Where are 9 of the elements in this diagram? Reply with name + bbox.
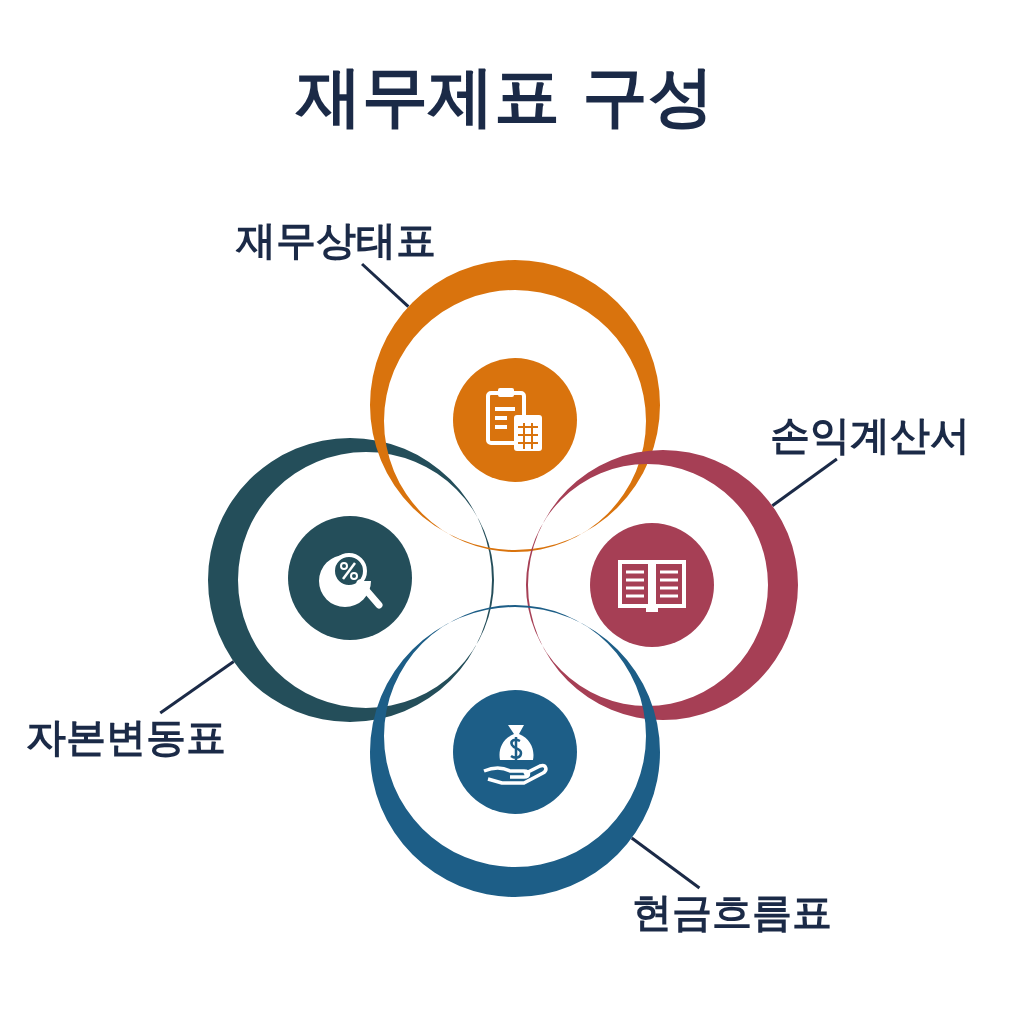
leader-line <box>771 457 838 507</box>
heading-label: 자본변동표 <box>26 713 226 761</box>
heading-label: 재무상태표 <box>236 216 436 264</box>
leader-line <box>159 660 235 715</box>
leader-line <box>630 836 701 890</box>
title: 재무제표 구성 <box>294 57 716 137</box>
heading-label: 현금흐름표 <box>632 888 832 936</box>
leader-line <box>361 262 410 308</box>
heading-label: 손익계산서 <box>770 411 970 459</box>
